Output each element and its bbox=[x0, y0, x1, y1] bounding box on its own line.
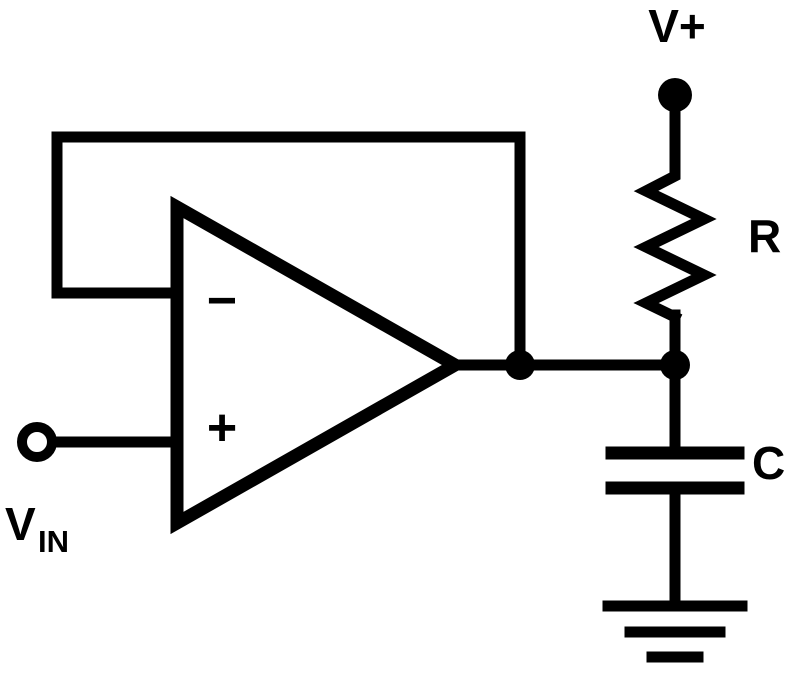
noninverting-input-sign: + bbox=[207, 399, 237, 457]
inverting-input-sign: − bbox=[207, 272, 237, 330]
vin-label: V bbox=[5, 498, 36, 550]
supply-label: V+ bbox=[648, 0, 706, 52]
feedback-wire bbox=[51, 131, 526, 366]
opamp-triangle bbox=[170, 195, 469, 535]
output-node-dot bbox=[505, 350, 535, 380]
ground-symbol bbox=[602, 600, 748, 663]
rc-junction-dot bbox=[660, 350, 690, 380]
vin-label-subscript: IN bbox=[38, 524, 69, 559]
capacitor-label: C bbox=[752, 437, 785, 489]
vin-terminal bbox=[17, 422, 57, 462]
resistor-zigzag bbox=[633, 154, 717, 325]
resistor-label: R bbox=[748, 210, 781, 262]
supply-terminal-dot bbox=[658, 78, 692, 112]
